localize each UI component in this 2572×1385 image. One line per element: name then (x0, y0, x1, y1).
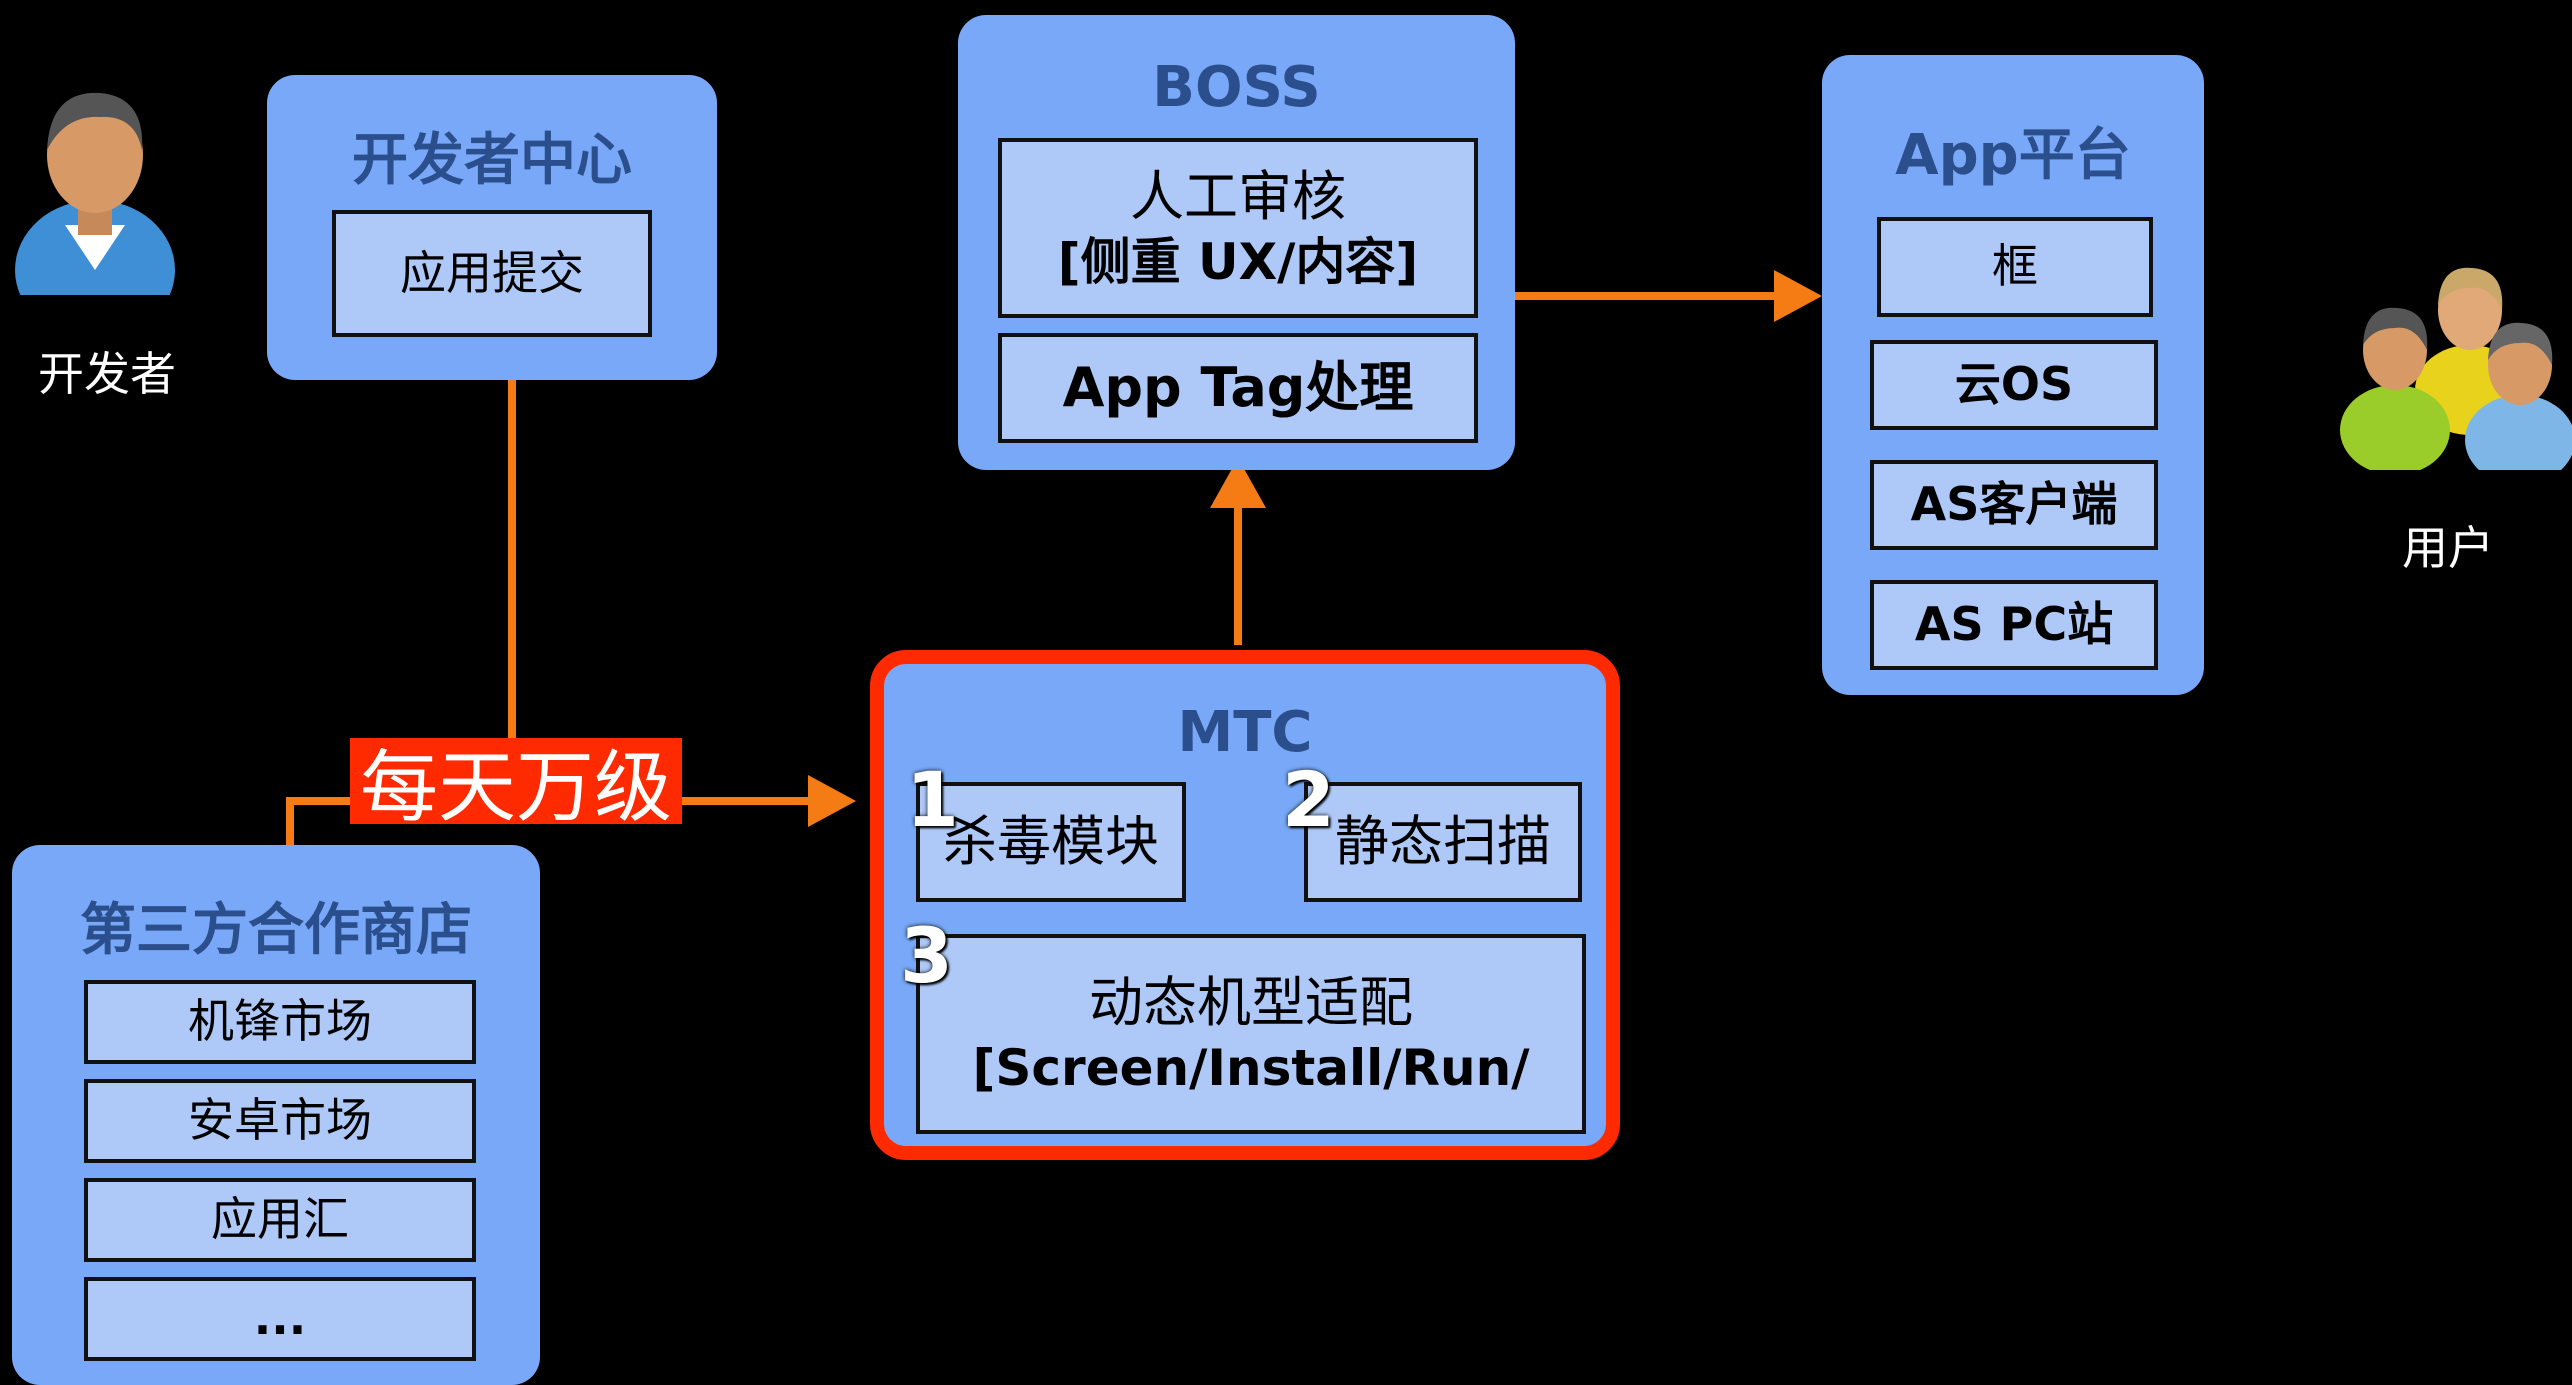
mtc-panel: MTC 杀毒模块 1 静态扫描 2 动态机型适配 [Screen/Install… (870, 650, 1620, 1160)
mtc-title: MTC (1177, 700, 1313, 765)
devcenter-connector-line (508, 375, 516, 800)
to-mtc-connector-line (682, 797, 812, 805)
store-item-more[interactable]: ... (84, 1277, 476, 1361)
daily-volume-badge: 每天万级 (350, 738, 682, 833)
manual-review-focus: [侧重 UX/内容] (1057, 232, 1419, 291)
manual-review-box[interactable]: 人工审核 [侧重 UX/内容] (998, 138, 1478, 318)
store-item-hiapk[interactable]: 安卓市场 (84, 1079, 476, 1163)
module-3-number: 3 (900, 911, 953, 1000)
users-group-icon (2340, 240, 2572, 485)
platform-item-as-pc[interactable]: AS PC站 (1870, 580, 2158, 670)
dynamic-adaptation-box[interactable]: 动态机型适配 [Screen/Install/Run/ (916, 934, 1586, 1134)
module-2-number: 2 (1282, 755, 1335, 844)
mtc-to-boss-line (1234, 505, 1242, 645)
dynamic-adaptation-detail: [Screen/Install/Run/ (972, 1038, 1530, 1097)
manual-review-label: 人工审核 (1130, 165, 1346, 228)
app-platform-panel: App平台 框 云OS AS客户端 AS PC站 (1822, 55, 2204, 695)
platform-item-cloud-os[interactable]: 云OS (1870, 340, 2158, 430)
developer-center-title: 开发者中心 (352, 128, 632, 193)
boss-to-platform-arrowhead (1774, 270, 1822, 322)
developer-center-panel: 开发者中心 应用提交 (267, 75, 717, 380)
platform-item-as-client[interactable]: AS客户端 (1870, 460, 2158, 550)
platform-item-frame[interactable]: 框 (1877, 217, 2153, 317)
third-party-stores-panel: 第三方合作商店 机锋市场 安卓市场 应用汇 ... (12, 845, 540, 1385)
to-mtc-arrowhead (808, 775, 856, 827)
boss-panel: BOSS 人工审核 [侧重 UX/内容] App Tag处理 (958, 15, 1515, 470)
app-platform-title: App平台 (1895, 123, 2131, 188)
third-party-stores-title: 第三方合作商店 (80, 898, 472, 963)
submit-app-button[interactable]: 应用提交 (332, 210, 652, 337)
antivirus-module-box[interactable]: 杀毒模块 (916, 782, 1186, 902)
users-label: 用户 (2402, 521, 2494, 575)
app-tag-box[interactable]: App Tag处理 (998, 333, 1478, 443)
boss-title: BOSS (1152, 55, 1321, 120)
thirdparty-connector-vertical (286, 797, 294, 847)
developer-label: 开发者 (38, 347, 176, 401)
store-item-gfan[interactable]: 机锋市场 (84, 980, 476, 1064)
developer-avatar-icon (10, 55, 180, 340)
boss-to-platform-line (1515, 292, 1785, 300)
dynamic-adaptation-label: 动态机型适配 (1089, 971, 1413, 1034)
thirdparty-connector-horizontal (286, 797, 360, 805)
store-item-appchina[interactable]: 应用汇 (84, 1178, 476, 1262)
module-1-number: 1 (906, 755, 959, 844)
static-scan-box[interactable]: 静态扫描 (1304, 782, 1582, 902)
